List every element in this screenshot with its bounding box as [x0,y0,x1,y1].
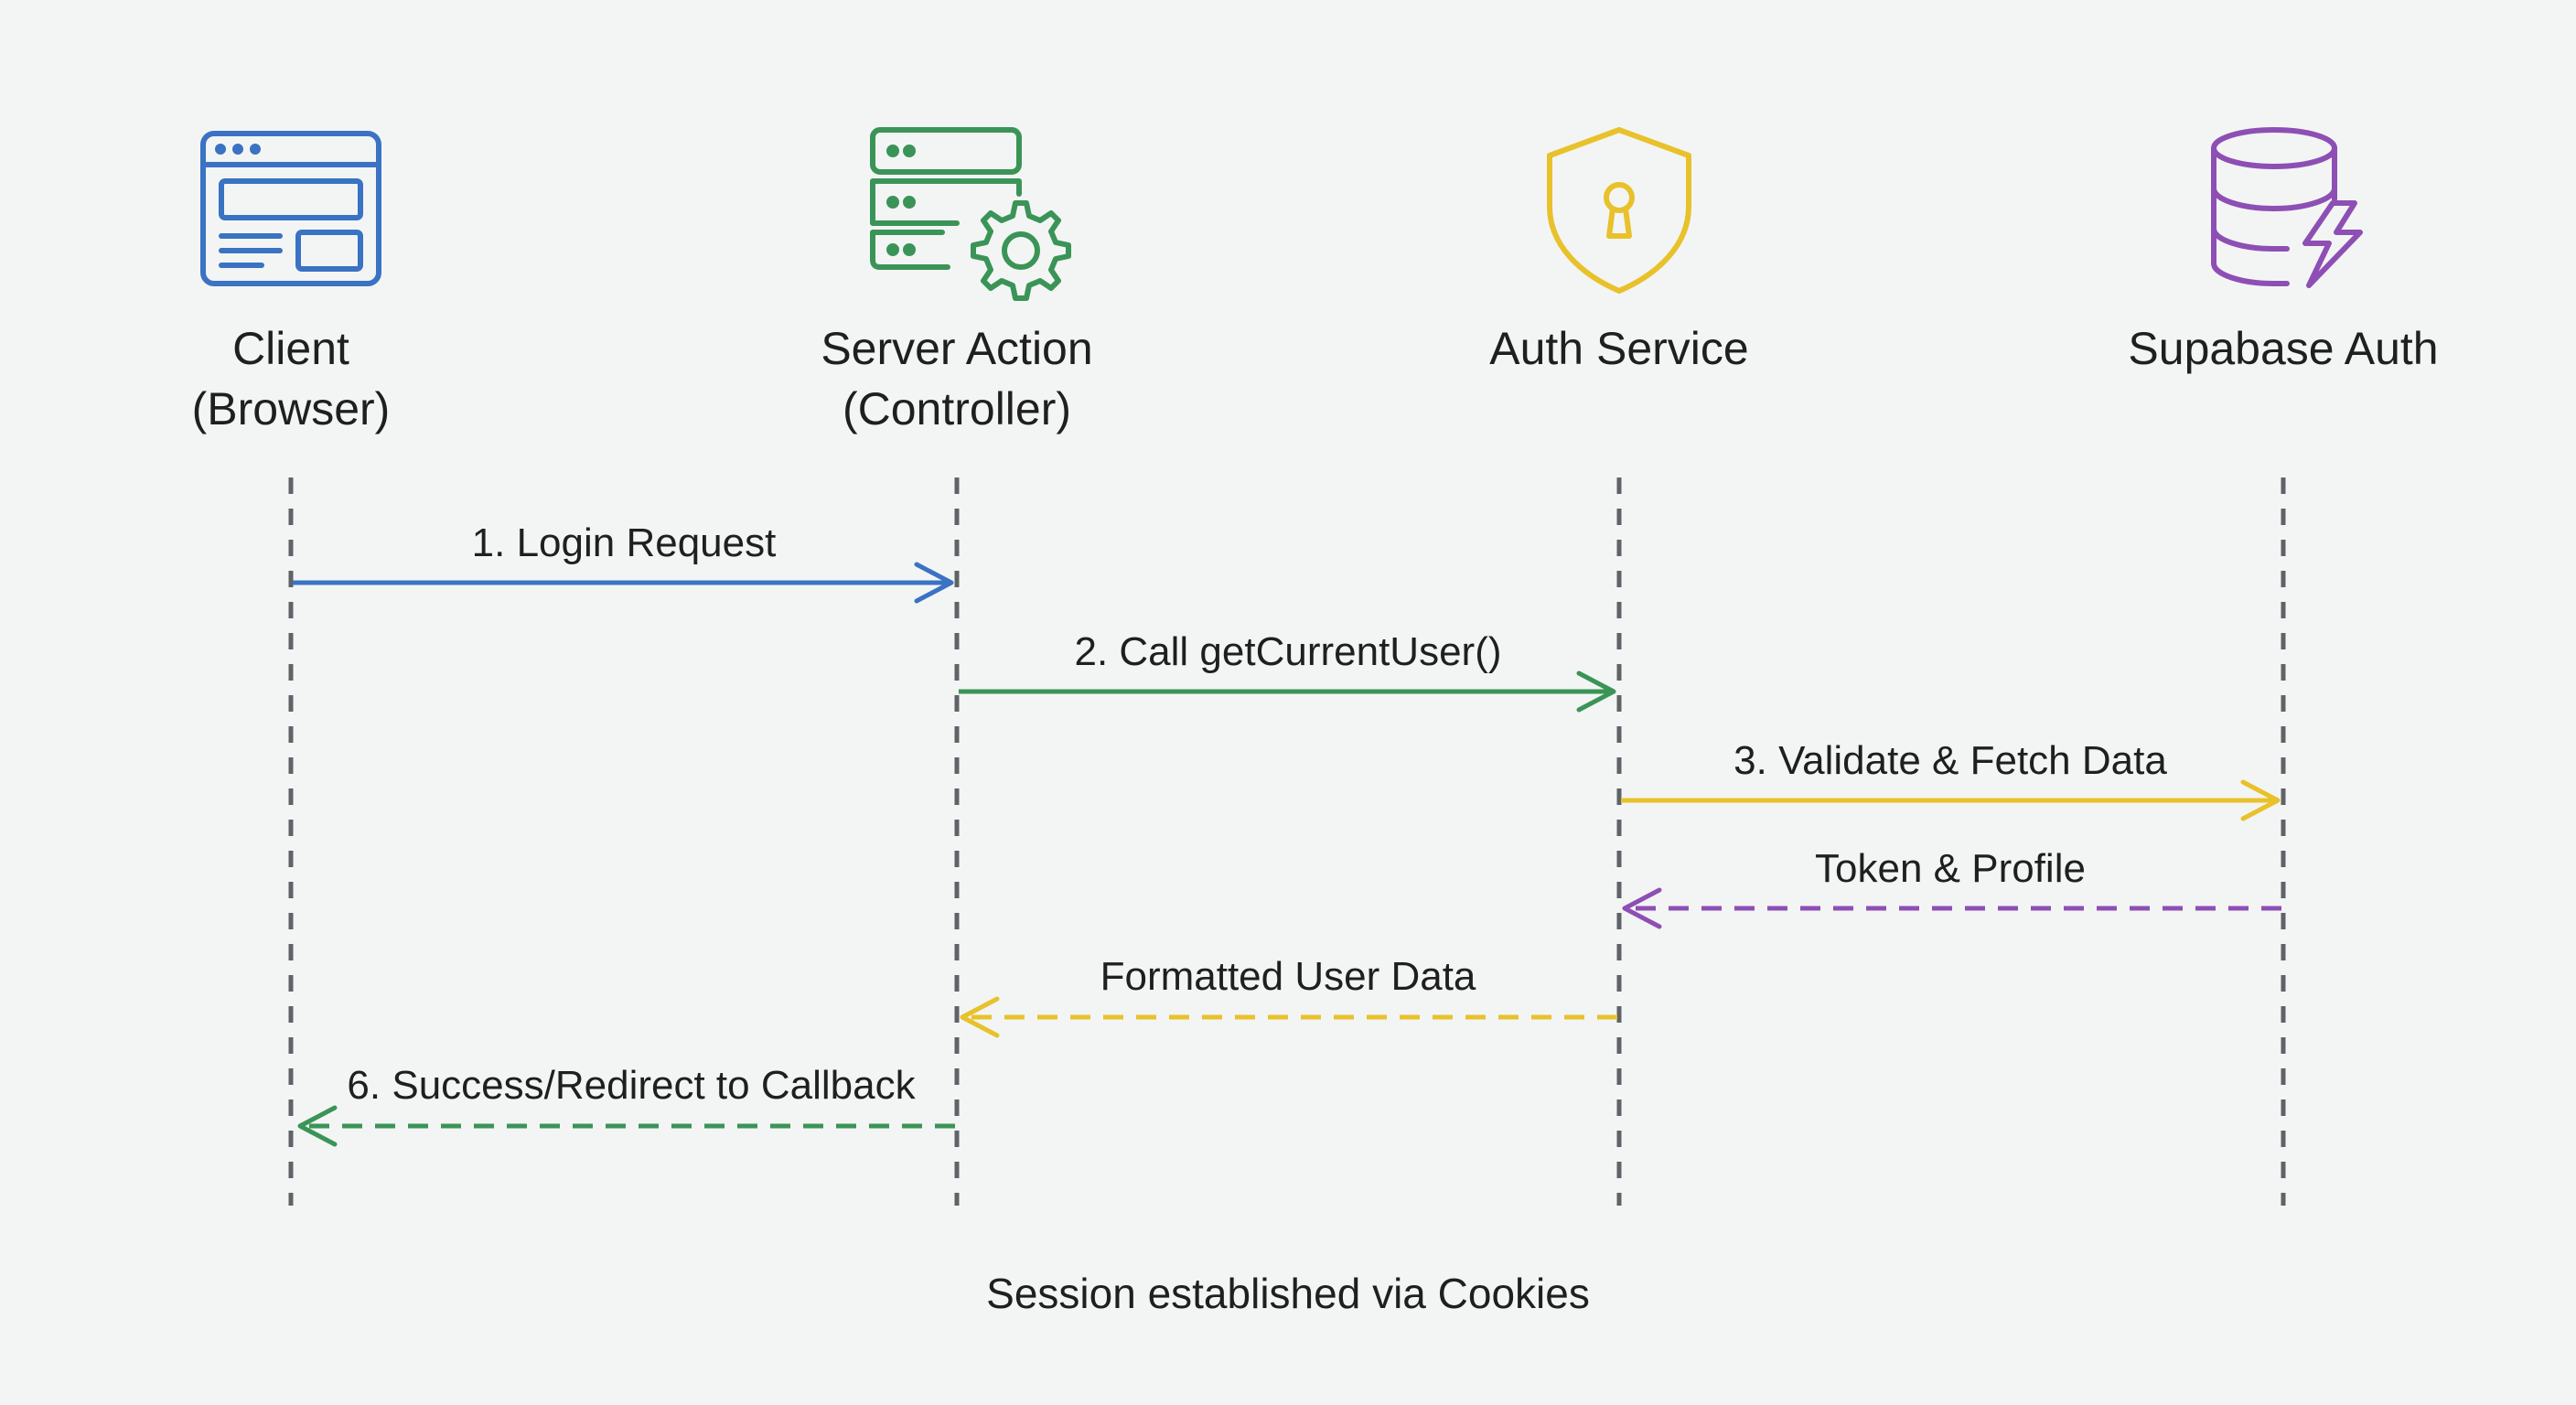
message-label-1: 1. Login Request [472,520,777,565]
arrowhead-left-icon [297,1105,338,1147]
participant-auth: Auth Service [1489,127,1749,374]
shield-lock-icon [1547,127,1691,294]
arrowhead-left-icon [1622,887,1662,929]
message-success-redirect: 6. Success/Redirect to Callback [297,1063,955,1147]
participant-client: Client (Browser) [192,131,391,434]
message-label-4: Token & Profile [1815,846,2086,891]
message-label-2: 2. Call getCurrentUser() [1074,629,1501,674]
message-validate-fetch: 3. Validate & Fetch Data [1621,738,2281,821]
participant-sublabel-client: (Browser) [192,383,391,434]
message-label-3: 3. Validate & Fetch Data [1733,738,2167,783]
participant-supabase: Supabase Auth [2128,127,2439,374]
participant-label-auth: Auth Service [1489,323,1748,374]
arrowhead-right-icon [1576,670,1616,713]
participant-sublabel-server: (Controller) [843,383,1071,434]
message-label-5: Formatted User Data [1100,954,1476,999]
footer-note: Session established via Cookies [986,1270,1590,1317]
database-bolt-icon [2211,127,2363,288]
participant-label-client: Client [232,323,349,374]
message-login-request: 1. Login Request [293,520,954,604]
server-gear-icon [870,127,1071,301]
lifelines [288,477,2286,1206]
participant-label-supabase: Supabase Auth [2128,323,2438,374]
message-token-profile: Token & Profile [1622,846,2281,929]
message-formatted-user-data: Formatted User Data [960,954,1617,1038]
message-call-get-current-user: 2. Call getCurrentUser() [959,629,1616,713]
arrowhead-right-icon [2240,779,2281,821]
browser-window-icon [200,131,381,286]
participant-label-server: Server Action [821,323,1092,374]
arrowhead-right-icon [914,562,954,604]
participant-server: Server Action (Controller) [821,127,1093,434]
message-label-6: 6. Success/Redirect to Callback [347,1063,916,1108]
arrowhead-left-icon [960,996,1000,1038]
